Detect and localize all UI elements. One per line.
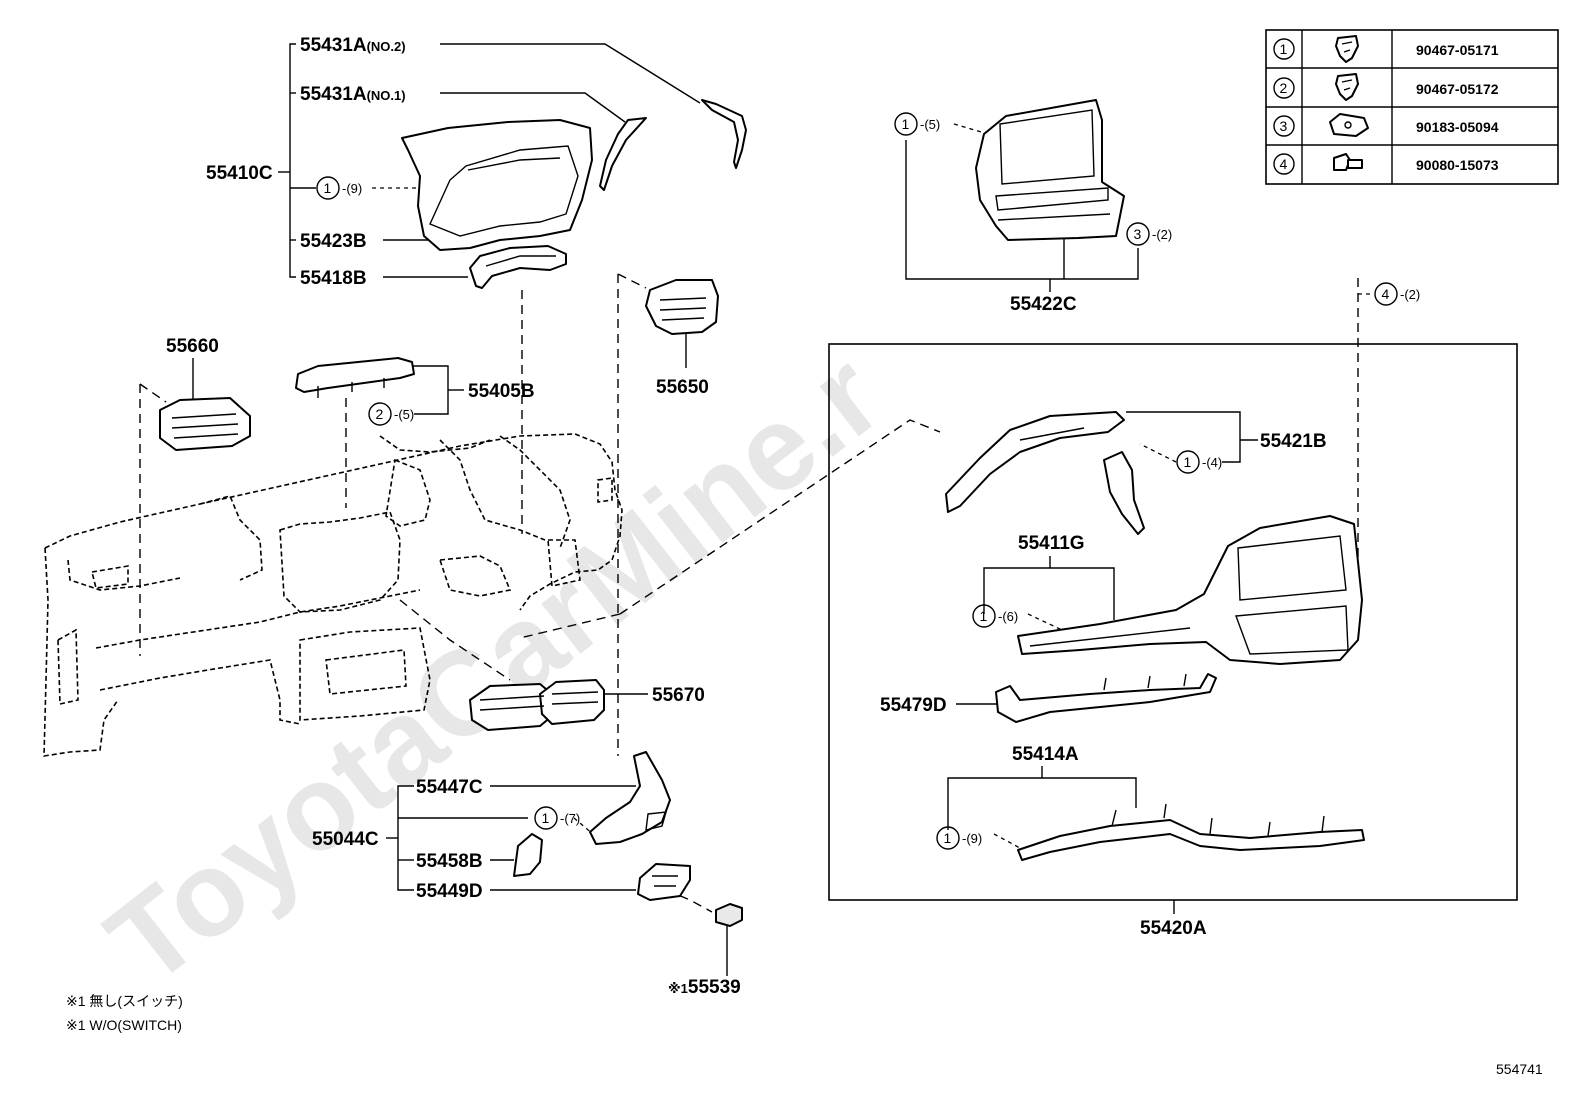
instrument-panel-outline — [43, 433, 623, 757]
label-55414a[interactable]: 55414A — [1012, 744, 1079, 765]
callout-55422c-right[interactable]: 3 -(2) — [1126, 222, 1172, 246]
callout-55414a[interactable]: 1 -(9) — [936, 826, 982, 850]
diagram-id: 554741 — [1496, 1061, 1543, 1077]
fastener-callouts: 1 -(9) 2 -(5) 1 -(5) 3 -(2) 4 -(2) 1 -(4… — [316, 112, 1420, 850]
label-55418b[interactable]: 55418B — [300, 268, 367, 289]
fastener-legend-table: 1 90467-05171 2 90467-05172 3 90183-0509 — [1265, 29, 1559, 185]
clip-icon — [1335, 35, 1359, 63]
svg-text:2: 2 — [1280, 80, 1288, 96]
svg-text:1: 1 — [902, 116, 910, 132]
svg-text:2: 2 — [376, 406, 384, 422]
part-labels: 55431A(NO.2) 55431A(NO.1) 55410C 55423B … — [166, 35, 1327, 998]
label-55423b[interactable]: 55423B — [300, 231, 367, 252]
svg-text:-(9): -(9) — [342, 181, 362, 196]
svg-text:1: 1 — [944, 830, 952, 846]
svg-text:-(9): -(9) — [962, 831, 982, 846]
svg-text:-(6): -(6) — [998, 609, 1018, 624]
label-55650[interactable]: 55650 — [656, 377, 709, 398]
callout-55044c[interactable]: 1 -(7) — [534, 806, 580, 830]
callout-55421b[interactable]: 1 -(4) — [1176, 450, 1222, 474]
callout-55411g[interactable]: 1 -(6) — [972, 604, 1018, 628]
label-55539[interactable]: ※155539 — [668, 977, 741, 998]
svg-text:90467-05171: 90467-05171 — [1416, 42, 1499, 58]
label-55660[interactable]: 55660 — [166, 336, 219, 357]
callout-55405b[interactable]: 2 -(5) — [368, 402, 414, 426]
clip-icon — [1335, 73, 1359, 101]
svg-text:4: 4 — [1382, 286, 1390, 302]
screw-icon — [1333, 153, 1363, 171]
nut-icon — [1329, 113, 1369, 137]
label-55411g[interactable]: 55411G — [1018, 533, 1085, 554]
label-55447c[interactable]: 55447C — [416, 777, 483, 798]
note-jp: ※1 無し(スイッチ) — [66, 993, 183, 1009]
callout-55422c-top[interactable]: 1 -(5) — [894, 112, 940, 136]
svg-text:90467-05172: 90467-05172 — [1416, 81, 1499, 97]
label-55431a-no1[interactable]: 55431A(NO.1) — [300, 84, 406, 105]
svg-text:-(4): -(4) — [1202, 455, 1222, 470]
legend-row-1[interactable]: 1 90467-05171 — [1273, 35, 1499, 63]
svg-text:-(5): -(5) — [394, 407, 414, 422]
legend-row-2[interactable]: 2 90467-05172 — [1273, 73, 1499, 101]
label-55422c[interactable]: 55422C — [1010, 294, 1077, 315]
note-en: ※1 W/O(SWITCH) — [66, 1017, 182, 1033]
svg-text:3: 3 — [1280, 118, 1288, 134]
callout-55410c[interactable]: 1 -(9) — [316, 176, 362, 200]
svg-text:90183-05094: 90183-05094 — [1416, 119, 1499, 135]
svg-text:-(5): -(5) — [920, 117, 940, 132]
label-55449d[interactable]: 55449D — [416, 881, 483, 902]
label-55670[interactable]: 55670 — [652, 685, 705, 706]
part-shapes — [159, 99, 1365, 927]
svg-text:1: 1 — [1280, 41, 1288, 57]
label-55458b[interactable]: 55458B — [416, 851, 483, 872]
svg-text:-(2): -(2) — [1400, 287, 1420, 302]
label-55421b[interactable]: 55421B — [1260, 431, 1327, 452]
svg-text:1: 1 — [542, 810, 550, 826]
svg-text:-(7): -(7) — [560, 811, 580, 826]
svg-text:1: 1 — [1184, 454, 1192, 470]
callout-top-right[interactable]: 4 -(2) — [1374, 282, 1420, 306]
label-55410c[interactable]: 55410C — [206, 163, 273, 184]
legend-row-3[interactable]: 3 90183-05094 — [1273, 113, 1499, 137]
label-55431a-no2[interactable]: 55431A(NO.2) — [300, 35, 406, 56]
label-55044c[interactable]: 55044C — [312, 829, 379, 850]
label-55405b[interactable]: 55405B — [468, 381, 535, 402]
svg-text:1: 1 — [980, 608, 988, 624]
svg-text:1: 1 — [324, 180, 332, 196]
label-55420a[interactable]: 55420A — [1140, 918, 1207, 939]
svg-text:90080-15073: 90080-15073 — [1416, 157, 1499, 173]
svg-text:3: 3 — [1134, 226, 1142, 242]
svg-text:-(2): -(2) — [1152, 227, 1172, 242]
label-55479d[interactable]: 55479D — [880, 695, 947, 716]
svg-text:4: 4 — [1280, 156, 1288, 172]
legend-row-4[interactable]: 4 90080-15073 — [1273, 153, 1499, 175]
footnotes: ※1 無し(スイッチ) ※1 W/O(SWITCH) — [66, 993, 183, 1033]
